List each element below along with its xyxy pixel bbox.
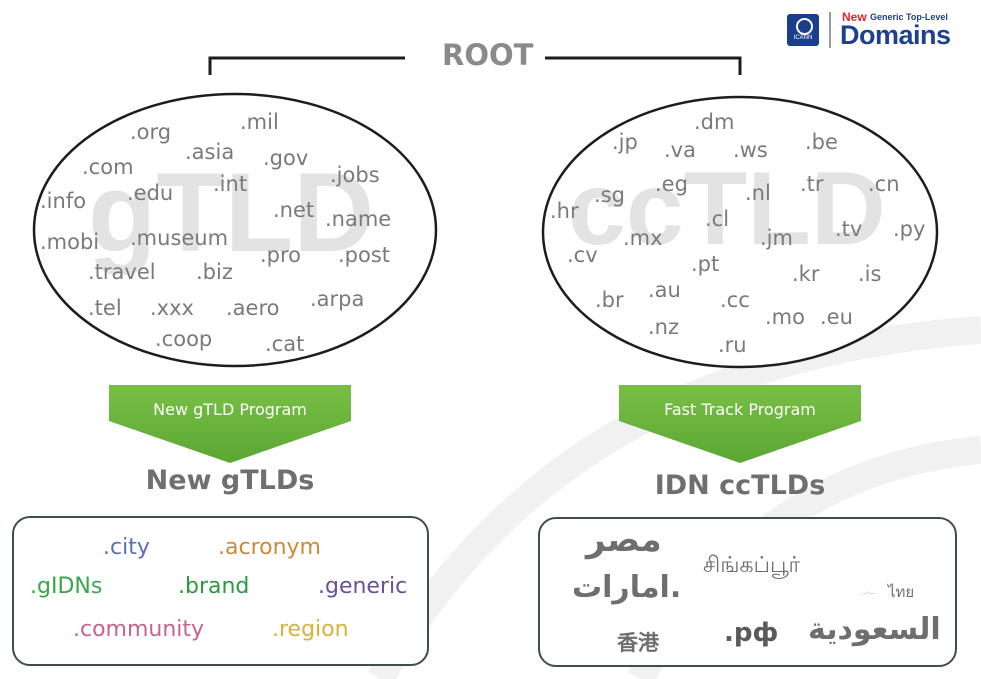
category-city: .city xyxy=(103,535,150,560)
cctld-item: .kr xyxy=(792,262,820,286)
gtld-item: .jobs xyxy=(330,163,380,187)
cctld-item: .tr xyxy=(800,172,824,196)
gtld-item: .name xyxy=(325,207,392,231)
cctld-item: .ws xyxy=(733,138,768,162)
cctld-watermark: ccTLD xyxy=(568,151,886,267)
cctld-item: .hr xyxy=(550,199,579,223)
cctld-item: .ru xyxy=(718,333,747,357)
cctld-item: .nl xyxy=(745,181,771,205)
brand-divider xyxy=(829,12,831,48)
category-gidns: .gIDNs xyxy=(30,574,103,599)
idn-hong-kong: 香港 xyxy=(617,631,659,655)
category-acronym: .acronym xyxy=(218,535,321,560)
brand-subtitle: Generic Top-Level xyxy=(870,12,948,22)
cctld-item: .va xyxy=(664,138,696,162)
gtld-item: .pro xyxy=(260,243,302,267)
cctld-item: .jp xyxy=(612,130,638,154)
gtld-ellipse xyxy=(32,92,438,368)
brand-new-text: New xyxy=(842,10,867,24)
gtld-item: .aero xyxy=(226,296,280,320)
gtld-item: .xxx xyxy=(150,296,194,320)
cctld-item: .cv xyxy=(567,243,598,267)
category-region: .region xyxy=(272,617,349,642)
new-gtld-program-arrow xyxy=(109,385,351,463)
cctld-item: .is xyxy=(858,262,882,286)
cctld-item: .nz xyxy=(648,315,680,339)
new-gtld-program-label: New gTLD Program xyxy=(153,400,307,419)
gtld-item: .arpa xyxy=(310,287,365,311)
cctld-item: .pt xyxy=(691,252,720,276)
gtld-item: .cat xyxy=(265,332,305,356)
cctld-item: .tv xyxy=(835,217,863,241)
cctld-item: .jm xyxy=(760,226,793,250)
gtld-watermark: gTLD xyxy=(88,150,375,275)
gtld-item: .com xyxy=(82,155,134,179)
gtld-item: .asia xyxy=(185,140,235,164)
cctld-item: .dm xyxy=(694,110,735,134)
fast-track-program-arrow xyxy=(619,385,861,463)
gtld-item: .post xyxy=(338,243,391,267)
gtld-item: .mobi xyxy=(40,230,100,254)
cctld-item: .cl xyxy=(705,207,730,231)
cctld-item: .cc xyxy=(720,288,750,312)
gtld-item: .net xyxy=(273,198,315,222)
cctld-item: .be xyxy=(805,130,838,154)
cctld-item: .cn xyxy=(868,172,900,196)
new-gtlds-heading: New gTLDs xyxy=(145,465,315,496)
gtld-item: .travel xyxy=(88,260,156,284)
brand-title: Domains xyxy=(840,20,951,50)
new-gtld-brand-logo: ICANN New Generic Top-Level Domains xyxy=(787,10,977,50)
category-community: .community xyxy=(73,617,205,642)
cctld-item: .sg xyxy=(594,183,625,207)
idn-singapore-arabic: سنغافورة xyxy=(860,590,876,595)
cctld-item: .eu xyxy=(820,305,853,329)
gtld-item: .tel xyxy=(88,296,122,320)
fast-track-program-label: Fast Track Program xyxy=(664,400,816,419)
icann-badge-text: ICANN xyxy=(793,35,813,41)
idn-saudi-arabia: السعودية xyxy=(808,612,941,647)
cctld-item: .mo xyxy=(765,305,805,329)
gtld-item: .info xyxy=(40,189,87,213)
root-connector-lines xyxy=(208,56,742,75)
gtld-item: .biz xyxy=(196,260,233,284)
idn-thailand: ไทย xyxy=(888,583,915,601)
cctld-item: .py xyxy=(893,217,926,241)
cctld-item: .br xyxy=(595,288,624,312)
globe-icon xyxy=(796,18,813,35)
gtld-item: .mil xyxy=(240,110,279,134)
gtld-item: .int xyxy=(213,172,248,196)
category-brand: .brand xyxy=(178,574,250,599)
gtld-item: .gov xyxy=(263,146,309,170)
gtld-item: .edu xyxy=(127,181,174,205)
cctld-ellipse xyxy=(541,95,939,369)
cctld-item: .eg xyxy=(655,172,688,196)
idn-russia: .рф xyxy=(724,618,779,648)
new-gtld-categories-box xyxy=(12,516,429,666)
icann-badge: ICANN xyxy=(787,14,819,46)
idn-singapore-tamil: சிங்கப்பூர் xyxy=(703,553,801,578)
idn-egypt: مصر xyxy=(586,520,662,560)
root-label: ROOT xyxy=(442,38,534,72)
cctld-item: .mx xyxy=(623,226,663,250)
category-generic: .generic xyxy=(318,574,408,599)
idn-uae: امارات. xyxy=(572,570,682,605)
cctld-item: .au xyxy=(648,278,681,302)
gtld-item: .museum xyxy=(130,226,229,250)
gtld-item: .org xyxy=(130,120,172,144)
idn-cctlds-heading: IDN ccTLDs xyxy=(654,470,826,501)
gtld-item: .coop xyxy=(155,327,213,351)
idn-cctlds-box xyxy=(538,517,957,667)
